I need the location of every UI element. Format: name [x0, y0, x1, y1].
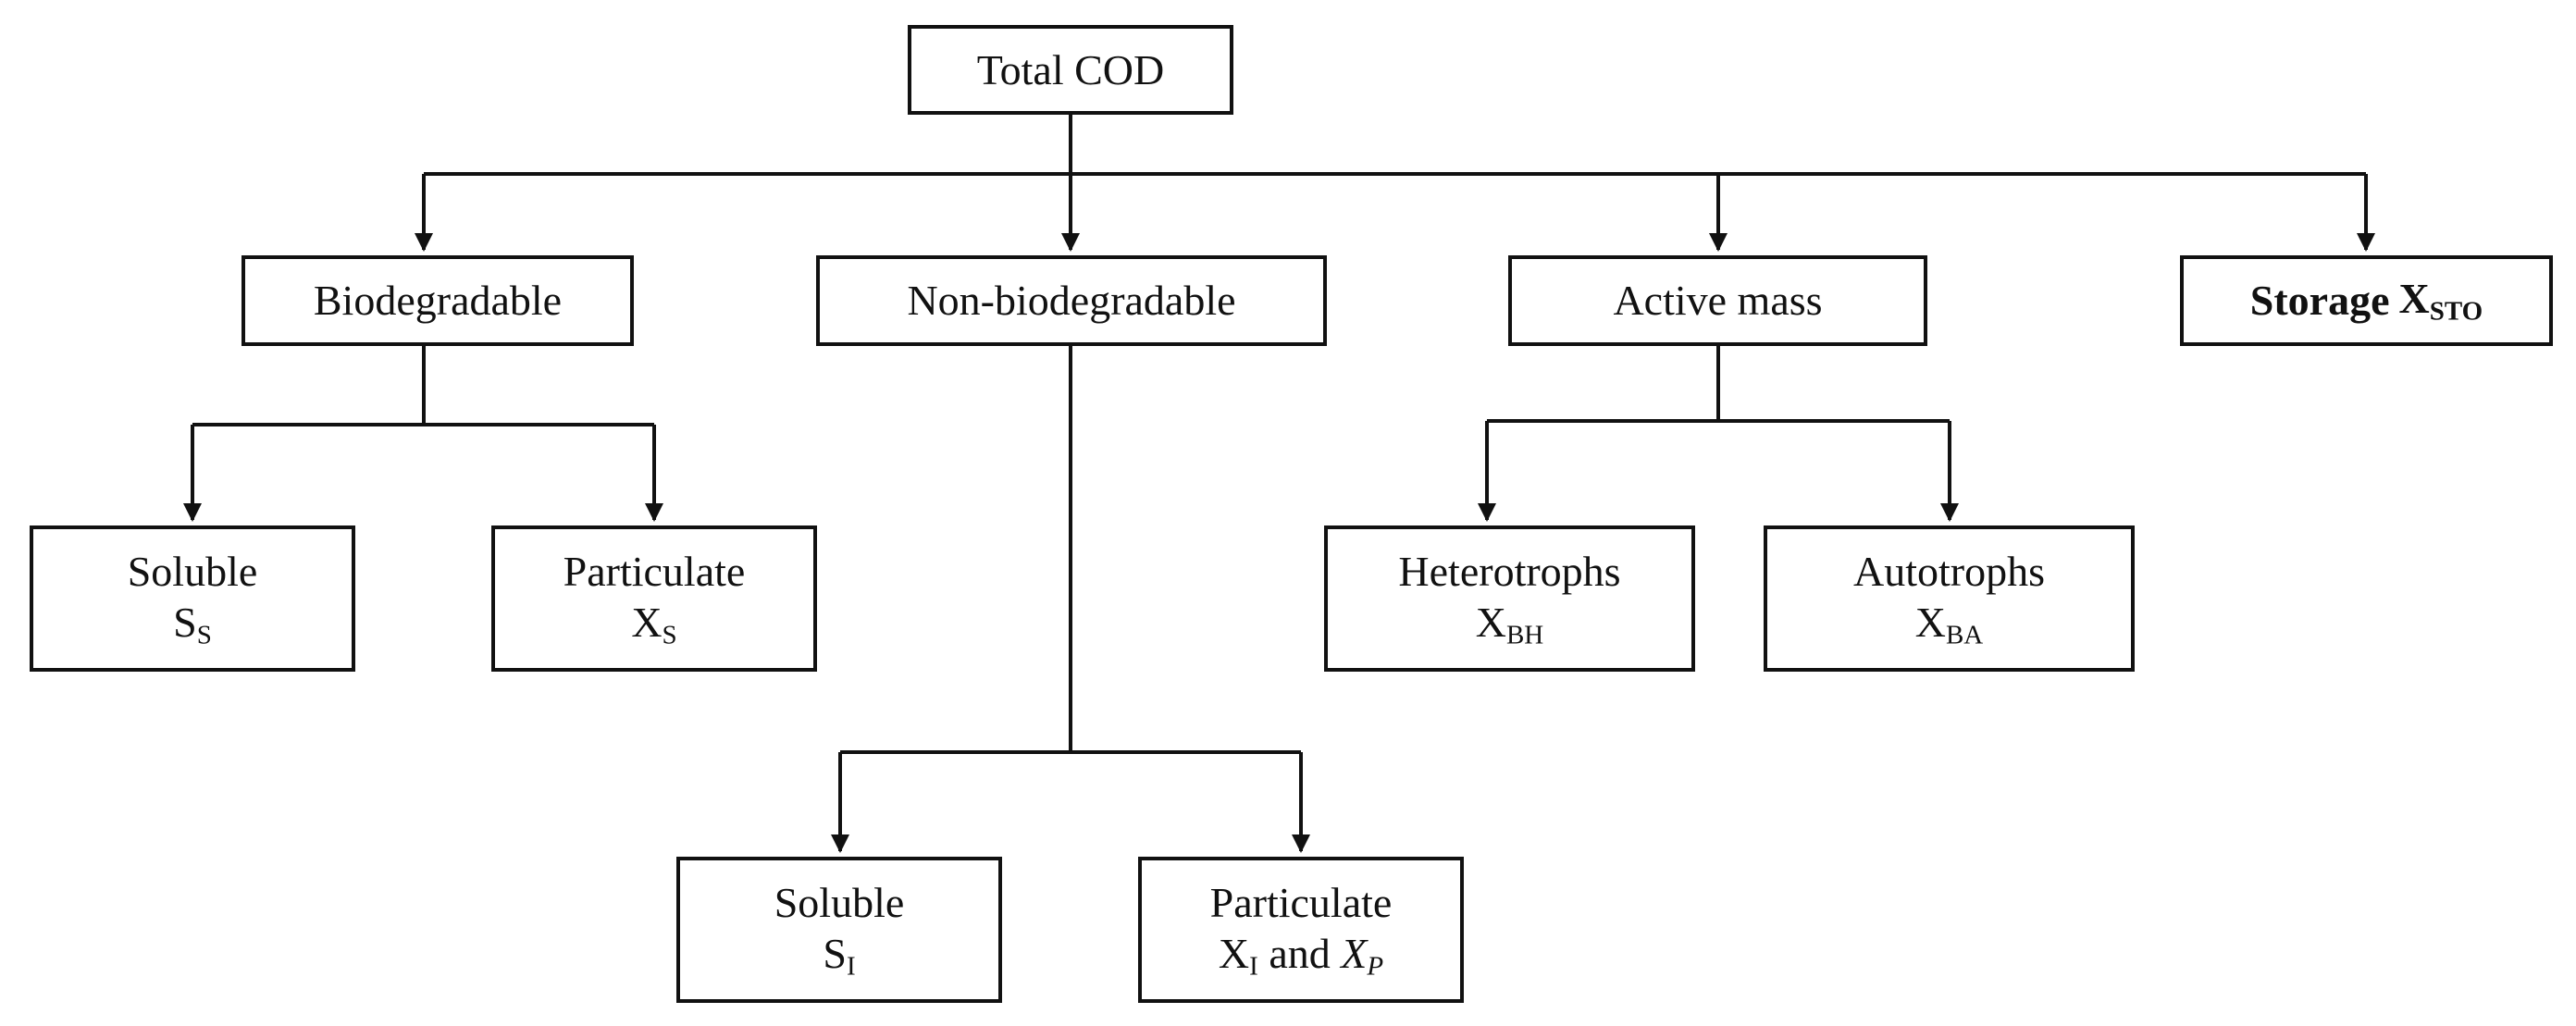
node-non-bio-soluble: Soluble SI — [676, 857, 1002, 1003]
node-autotrophs: Autotrophs XBA — [1764, 525, 2135, 672]
node-non-bio-particulate-symbol: XI and XP — [1218, 930, 1384, 982]
node-autotrophs-symbol: XBA — [1914, 599, 1984, 650]
node-bio-soluble-symbol: SS — [173, 599, 212, 650]
node-heterotrophs-symbol: XBH — [1475, 599, 1544, 650]
node-bio-soluble: Soluble SS — [30, 525, 355, 672]
node-non-biodegradable-label: Non-biodegradable — [907, 277, 1236, 325]
node-biodegradable-label: Biodegradable — [313, 277, 563, 325]
node-non-bio-soluble-symbol: SI — [823, 930, 856, 982]
node-active-mass-label: Active mass — [1613, 277, 1823, 325]
node-bio-particulate-symbol: XS — [631, 599, 677, 650]
node-bio-soluble-label: Soluble — [127, 547, 258, 595]
node-storage: Storage XSTO — [2180, 255, 2553, 346]
node-biodegradable: Biodegradable — [242, 255, 634, 346]
node-non-bio-particulate-label: Particulate — [1209, 878, 1393, 926]
node-non-bio-soluble-label: Soluble — [774, 878, 905, 926]
node-non-bio-particulate: Particulate XI and XP — [1138, 857, 1464, 1003]
node-active-mass: Active mass — [1508, 255, 1927, 346]
node-bio-particulate-label: Particulate — [563, 547, 746, 595]
node-heterotrophs: Heterotrophs XBH — [1324, 525, 1695, 672]
node-heterotrophs-label: Heterotrophs — [1398, 547, 1621, 595]
node-storage-symbol: XSTO — [2398, 275, 2483, 327]
node-storage-label: Storage — [2249, 277, 2390, 325]
node-total-cod: Total COD — [908, 25, 1233, 115]
node-bio-particulate: Particulate XS — [491, 525, 817, 672]
node-autotrophs-label: Autotrophs — [1853, 547, 2045, 595]
node-non-biodegradable: Non-biodegradable — [816, 255, 1327, 346]
node-total-cod-label: Total COD — [976, 45, 1165, 93]
